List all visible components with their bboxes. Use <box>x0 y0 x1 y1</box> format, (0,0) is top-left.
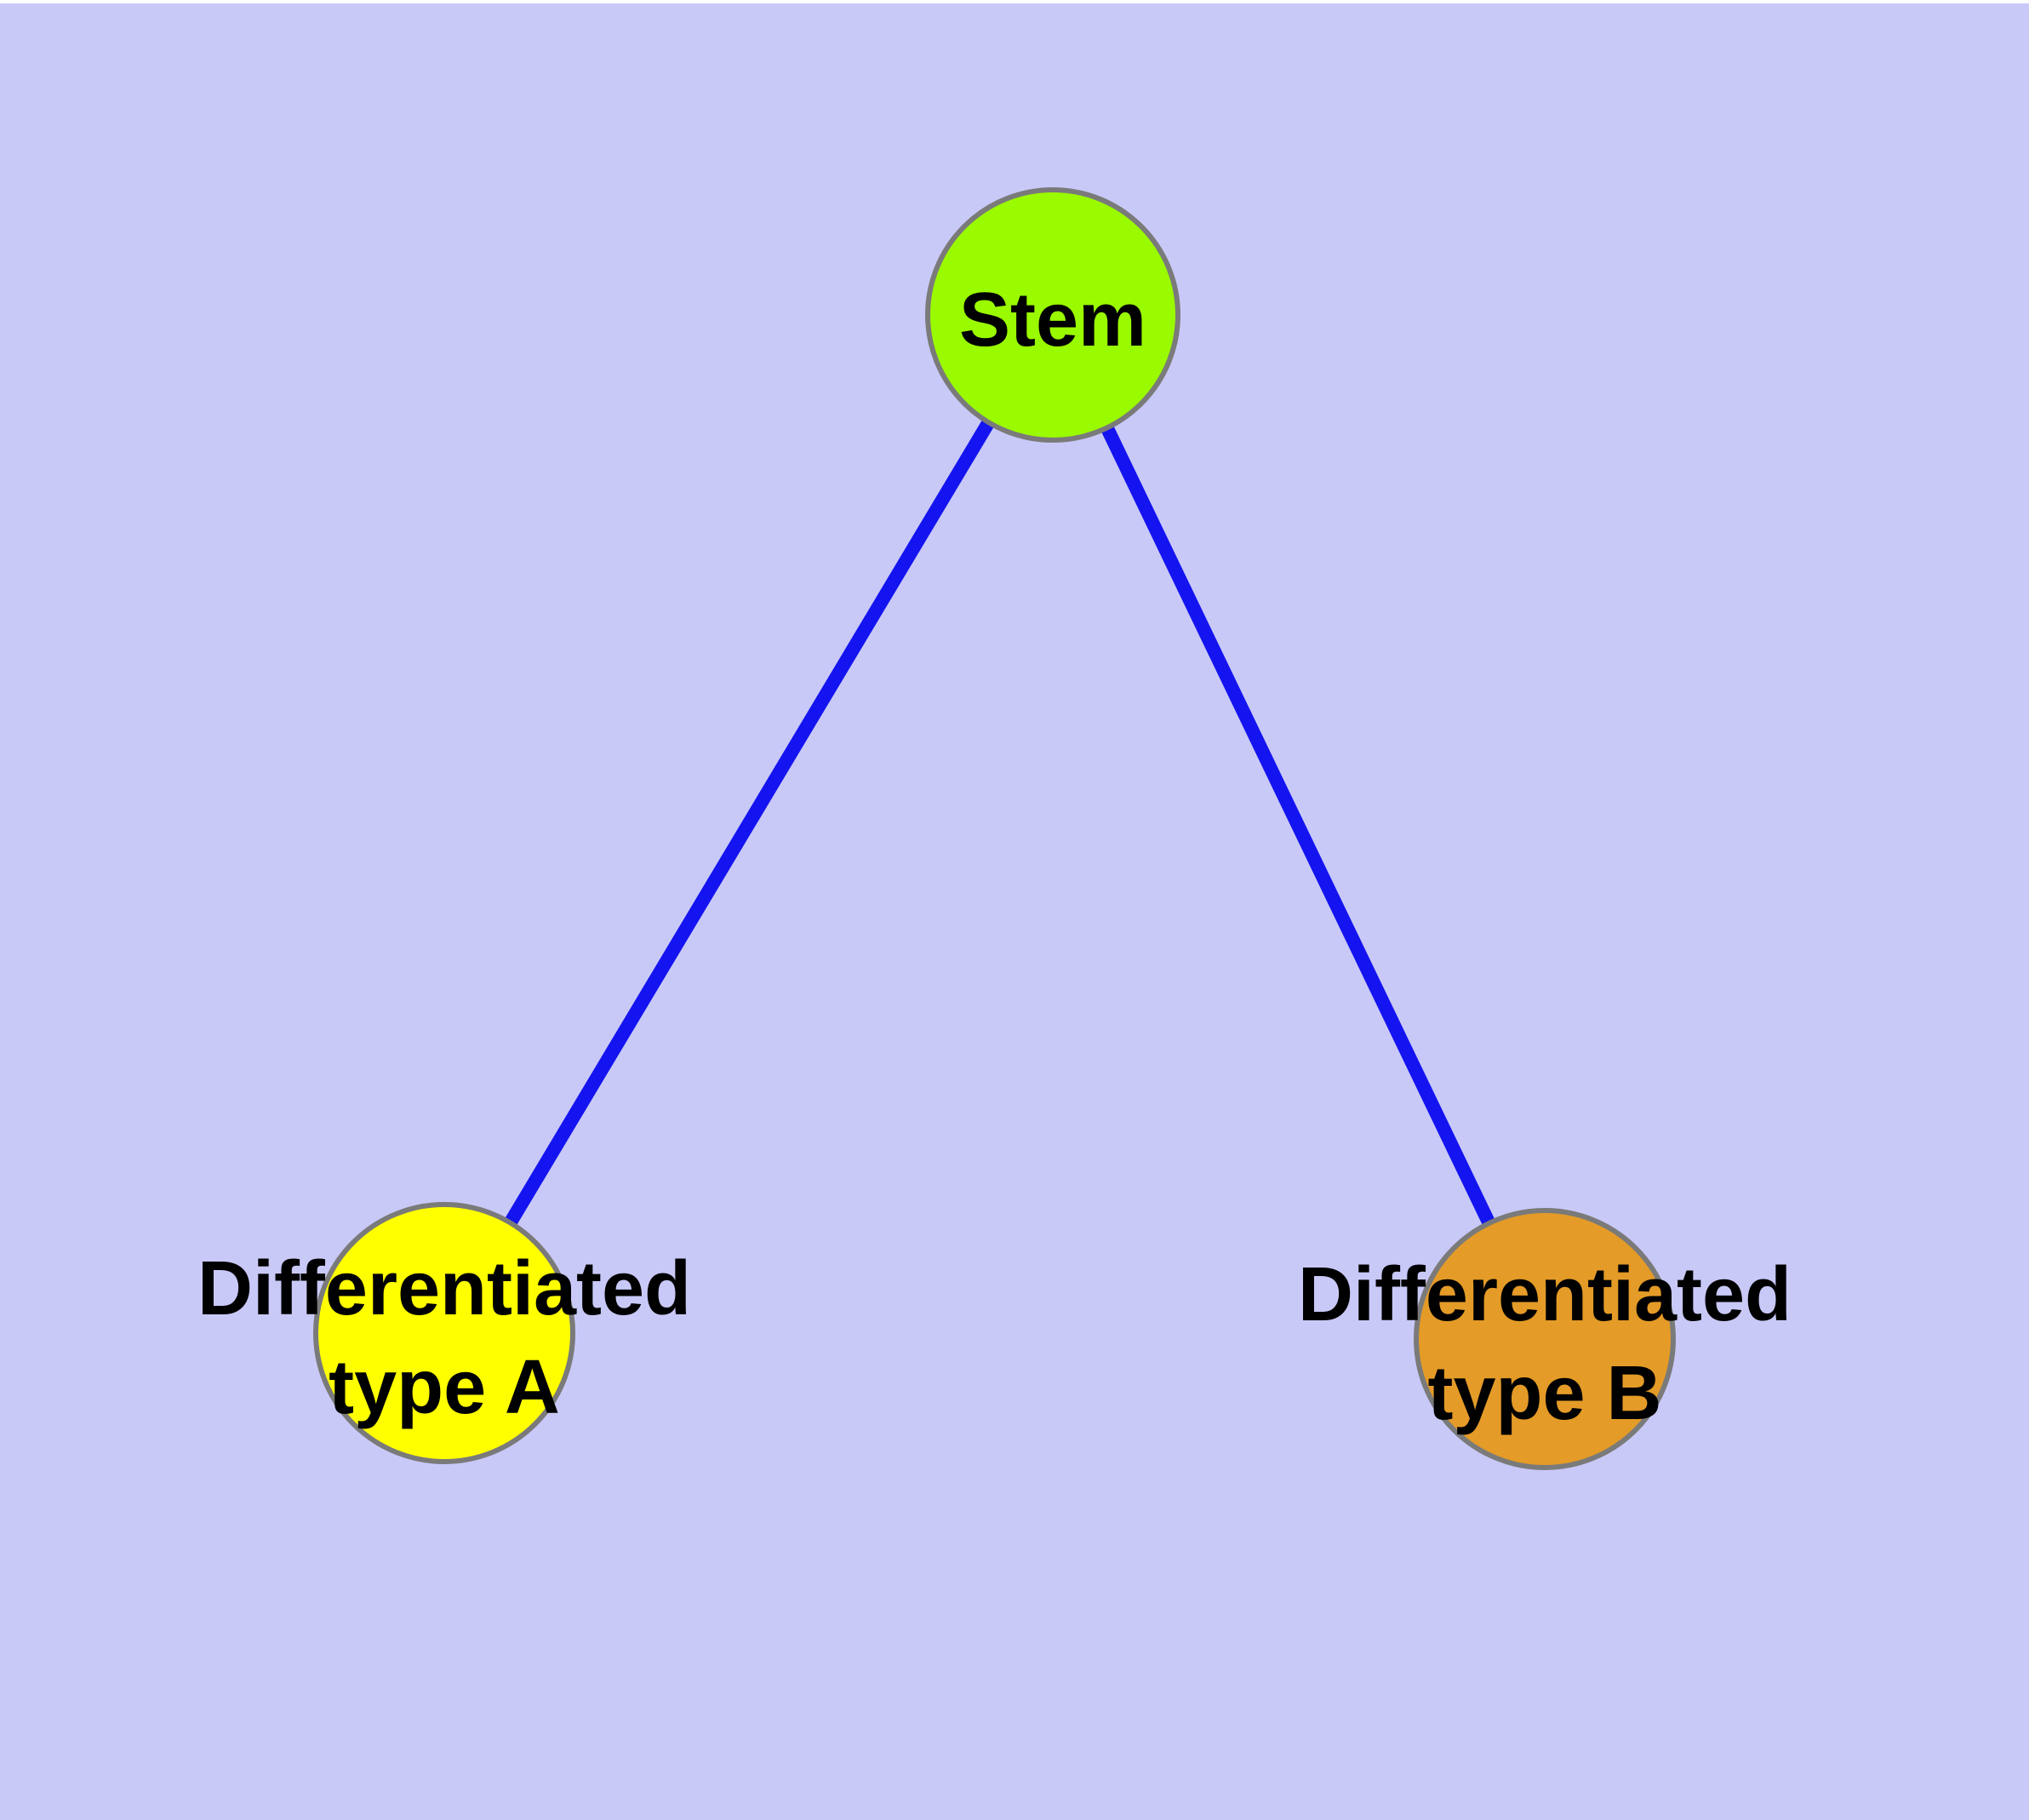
node-type-b-label-line2: type B <box>1427 1351 1661 1436</box>
node-stem-label: Stem <box>959 278 1146 363</box>
node-stem-circle <box>925 187 1180 443</box>
node-type-b-label-line1: Differentiated <box>1298 1252 1792 1337</box>
edge-stem-to-type-a <box>438 311 1059 1337</box>
node-type-b-circle <box>1414 1208 1676 1470</box>
node-type-a-label-line1: Differentiated <box>197 1246 691 1331</box>
edge-stem-to-type-b <box>1046 312 1552 1342</box>
node-type-a-circle <box>313 1202 575 1464</box>
node-type-a-label-line2: type A <box>329 1345 560 1430</box>
